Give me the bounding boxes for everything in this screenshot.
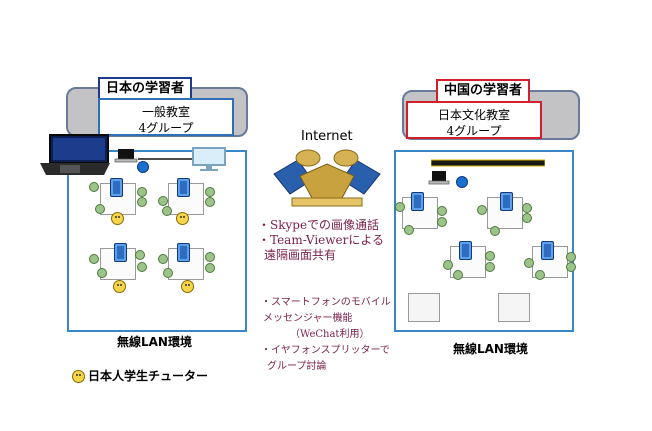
laptop-icon [428,171,450,185]
student-icon [89,254,99,264]
right-classroom-box: 日本文化教室 4グループ [406,101,542,139]
center-bullet-2-cont: 遠隔画面共有 [264,248,337,262]
left-room [67,150,247,332]
tutor-icon [111,212,124,225]
center-bullet-4: ・イヤフォンスプリッターで [261,345,390,356]
student-icon [162,206,172,216]
empty-table [498,293,530,322]
tutor-icon [181,280,194,293]
smartphone-icon [500,192,513,211]
student-icon [404,225,414,235]
center-bullet-4-cont: グループ討論 [267,361,327,372]
skype-logo-icon [456,176,468,188]
center-bullet-3: ・スマートフォンのモバイル [261,297,391,308]
left-classroom-name: 一般教室 [141,105,190,119]
student-icon [522,213,532,223]
student-icon [158,196,168,206]
legend-tutor-icon [72,370,85,383]
right-wireless-caption: 無線LAN環境 [453,342,528,356]
empty-table [408,293,440,322]
whiteboard-bar [431,159,545,167]
internet-handshake-icon [273,149,381,207]
student-icon [163,268,173,278]
student-icon [89,182,99,192]
student-icon [395,202,405,212]
center-bullet-2: ・Team-Viewerによる [258,233,385,247]
student-icon [453,270,463,280]
tv-screen-icon [40,134,110,175]
smartphone-icon [411,192,424,211]
student-icon [522,203,532,213]
internet-label: Internet [301,129,353,144]
left-group-count: 4グループ [138,121,194,135]
student-icon [137,197,147,207]
smartphone-icon [177,178,190,197]
smartphone-icon [114,243,127,262]
student-icon [566,252,576,262]
student-icon [437,206,447,216]
left-classroom-box: 一般教室 4グループ [98,98,234,136]
center-bullet-1: ・Skypeでの画像通話 [258,218,380,232]
student-icon [137,187,147,197]
center-bullet-3-cont2: （WeChat利用） [290,329,370,340]
smartphone-icon [541,241,554,260]
laptop-icon [114,149,138,163]
student-icon [437,217,447,227]
student-icon [158,254,168,264]
student-icon [443,260,453,270]
student-icon [97,268,107,278]
tutor-icon [176,212,189,225]
center-bullet-3-cont: メッセンジャー機能 [263,313,353,324]
left-cable-line [138,158,192,160]
student-icon [535,270,545,280]
tutor-icon [113,280,126,293]
monitor-icon [192,147,226,171]
student-icon [205,197,215,207]
smartphone-icon [459,241,472,260]
student-icon [490,226,500,236]
student-icon [485,251,495,261]
right-group-count: 4グループ [446,124,502,138]
left-title: 日本の学習者 [98,77,193,101]
student-icon [135,250,145,260]
smartphone-icon [177,243,190,262]
student-icon [205,252,215,262]
student-icon [137,262,147,272]
student-icon [524,258,534,268]
right-title: 中国の学習者 [436,79,531,103]
smartphone-icon [110,178,123,197]
right-classroom-name: 日本文化教室 [437,108,510,122]
left-wireless-caption: 無線LAN環境 [117,335,192,349]
student-icon [477,205,487,215]
student-icon [95,204,105,214]
student-icon [485,262,495,272]
student-icon [205,263,215,273]
student-icon [566,262,576,272]
student-icon [205,187,215,197]
legend-tutor-label: 日本人学生チューター [88,369,209,383]
skype-logo-icon [137,161,149,173]
